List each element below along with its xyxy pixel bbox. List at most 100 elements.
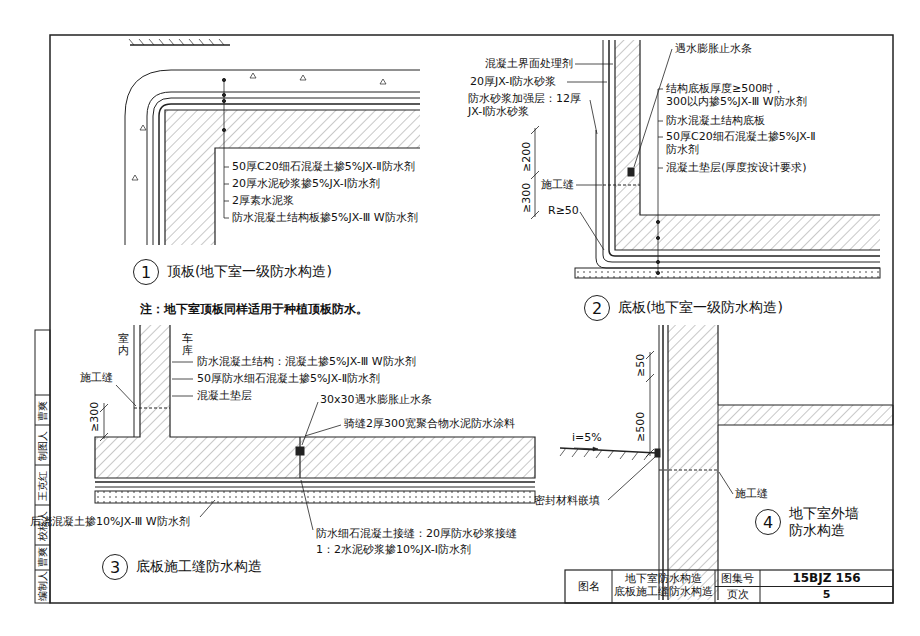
drawing-stroke bbox=[222, 93, 225, 96]
callout-text: 施工缝 bbox=[735, 487, 768, 500]
drawing-stroke bbox=[590, 100, 597, 134]
callout-text: R≥50 bbox=[548, 204, 579, 217]
drawing-stroke bbox=[567, 82, 607, 83]
note-text: 注：地下室顶板同样适用于种植顶板防水。 bbox=[140, 302, 368, 316]
drawing-stroke bbox=[305, 425, 341, 436]
callout-text: 防水混凝土结构底板 bbox=[666, 114, 765, 127]
callout-text: 防水混凝土结构：混凝土掺5%JX-Ⅲ W防水剂 bbox=[197, 355, 416, 368]
detail-title: 地下室外墙 防水构造 bbox=[789, 505, 869, 540]
callout-text: 50厚防水细石混凝土掺5%JX-Ⅱ防水剂 bbox=[197, 372, 380, 385]
drawing-stroke bbox=[668, 325, 718, 600]
drawing-stroke bbox=[302, 402, 318, 445]
drawing-stroke bbox=[134, 408, 170, 409]
callout-text: 混凝土垫层 bbox=[197, 389, 252, 402]
callout-text: 30x30遇水膨胀止水条 bbox=[320, 393, 432, 406]
detail-callout: 2 底板(地下室一级防水构造) bbox=[584, 295, 783, 321]
callout-text: 结构底板厚度≥500时， 300以内掺5%JX-Ⅲ W防水剂 bbox=[666, 82, 834, 108]
drawing-stroke bbox=[172, 362, 193, 363]
drawing-stroke bbox=[172, 379, 193, 380]
dimension-text: ≥300 bbox=[88, 402, 101, 432]
callout-text: 防水混凝土结构板掺5%JX-Ⅲ W防水剂 bbox=[232, 211, 418, 224]
drawing-stroke bbox=[35, 425, 50, 426]
title-block-cell: 页次 bbox=[715, 588, 760, 601]
drawing-stroke bbox=[659, 470, 718, 471]
drawing-stroke bbox=[35, 570, 50, 571]
drawing-stroke bbox=[658, 89, 663, 168]
drawing-stroke bbox=[200, 500, 215, 517]
drawing-stroke bbox=[222, 128, 225, 131]
drawing-stroke bbox=[35, 505, 50, 506]
drawing-stroke bbox=[165, 110, 420, 245]
title-block-cell: 地下室防水构造 底板施工缝防水构造 bbox=[612, 572, 715, 597]
drawing-stroke bbox=[116, 385, 136, 406]
drawing-stroke bbox=[667, 325, 668, 600]
drawing-stroke bbox=[715, 586, 893, 587]
drawing-stroke bbox=[656, 271, 659, 274]
drawing-stroke bbox=[612, 570, 613, 603]
drawing-stroke bbox=[222, 99, 225, 102]
drawing-stroke bbox=[560, 448, 650, 460]
drawing-stroke bbox=[35, 465, 50, 466]
drawing-stroke bbox=[659, 325, 660, 600]
detail-callout: 3底板施工缝防水构造 bbox=[102, 554, 262, 580]
drawing-stroke bbox=[662, 325, 664, 600]
drawing-stroke bbox=[646, 351, 654, 457]
callout-text: 1：2水泥砂浆掺10%JX-Ⅰ防水剂 bbox=[316, 543, 471, 556]
drawing-stroke bbox=[35, 545, 50, 546]
drawing-stroke bbox=[301, 480, 313, 530]
drawing-stroke bbox=[125, 70, 420, 245]
signature-cell: 王克红 bbox=[37, 471, 49, 501]
callout-text: 50厚C20细石混凝土掺5%JX-Ⅱ 防水剂 bbox=[666, 130, 834, 156]
drawing-stroke bbox=[35, 330, 50, 603]
drawing-stroke bbox=[576, 185, 602, 186]
callout-text: 防水细石混凝土接缝：20厚防水砂浆接缝 bbox=[316, 527, 517, 540]
drawing-stroke bbox=[719, 472, 733, 494]
drawing-stroke bbox=[609, 40, 880, 256]
drawing-stroke bbox=[224, 167, 229, 218]
drawing-stroke bbox=[718, 405, 893, 425]
drawing-stroke bbox=[656, 236, 659, 239]
drawing-stroke bbox=[575, 268, 880, 278]
drawing-stroke bbox=[615, 40, 880, 250]
callout-text: 遇水膨胀止水条 bbox=[675, 42, 752, 55]
callout-number: 1 bbox=[133, 259, 159, 285]
drawing-stroke bbox=[565, 570, 893, 603]
callout-number: 4 bbox=[755, 509, 781, 535]
signature-cell: 曹爽 bbox=[37, 547, 49, 567]
dimension-text: ≥300 bbox=[520, 183, 533, 213]
dimension-text: ≥500 bbox=[634, 412, 647, 442]
drawing-stroke bbox=[129, 39, 224, 45]
signature-cell: 曹爽 bbox=[37, 401, 49, 421]
drawing-stroke bbox=[165, 110, 420, 245]
room-label: 车库 bbox=[182, 333, 193, 357]
drawing-stroke bbox=[535, 128, 536, 217]
drawing-stroke bbox=[656, 220, 659, 223]
drawing-stroke bbox=[95, 481, 535, 483]
callout-text: 20厚JX-Ⅰ防水砂浆 bbox=[470, 75, 556, 88]
callout-number: 2 bbox=[584, 295, 610, 321]
signature-cell: 校核人 bbox=[37, 511, 49, 541]
dimension-text: ≥200 bbox=[520, 142, 533, 172]
drawing-stroke bbox=[593, 447, 598, 451]
drawing-stroke bbox=[134, 325, 135, 437]
callout-text: 2厚素水泥浆 bbox=[232, 194, 294, 207]
drawing-stroke bbox=[95, 325, 535, 478]
drawing-stroke bbox=[296, 447, 304, 455]
drawing-stroke bbox=[608, 457, 655, 500]
callout-text: 防水砂浆加强层：12厚 JX-Ⅰ防水砂浆 bbox=[468, 92, 590, 118]
signature-cell: 编制人 bbox=[37, 571, 49, 601]
signature-cell: 制图人 bbox=[37, 431, 49, 461]
callout-text: 20厚水泥砂浆掺5%JX-Ⅰ防水剂 bbox=[232, 177, 380, 190]
drawing-stroke bbox=[222, 78, 225, 81]
detail-callout: 1顶板(地下室一级防水构造) bbox=[133, 259, 332, 285]
callout-text: 50厚C20细石混凝土掺5%JX-Ⅱ防水剂 bbox=[232, 160, 415, 173]
drawing-stroke bbox=[656, 260, 659, 263]
drawing-stroke bbox=[650, 352, 651, 456]
drawing-stroke bbox=[717, 425, 718, 600]
drawing-stroke bbox=[580, 212, 604, 250]
detail-title: 底板(地下室一级防水构造) bbox=[618, 299, 783, 317]
drawing-stroke bbox=[147, 92, 420, 245]
drawing-stroke bbox=[95, 491, 535, 503]
drawing-stroke bbox=[153, 98, 420, 245]
